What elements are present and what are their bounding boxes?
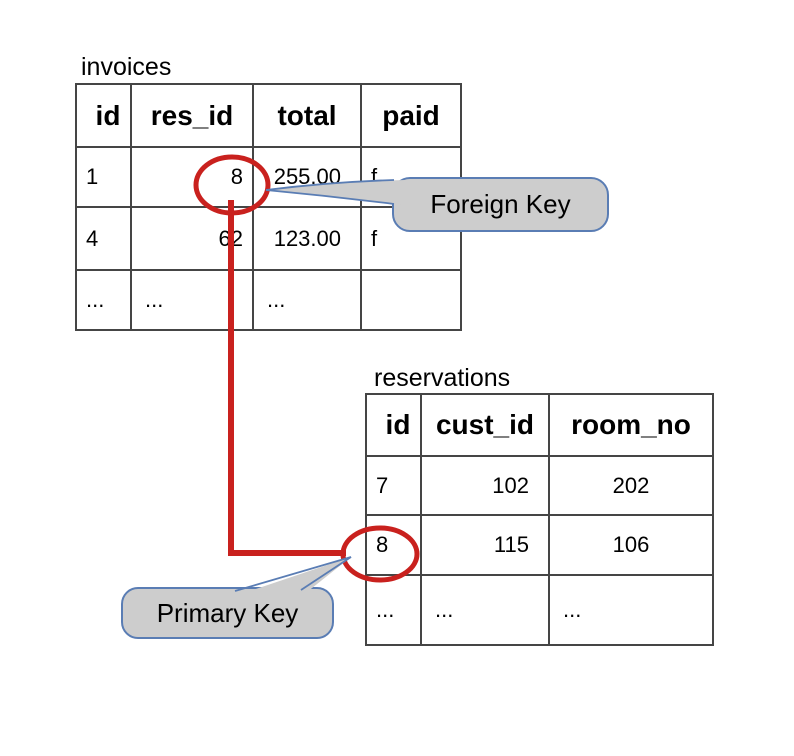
invoices-header-paid: paid	[360, 83, 462, 148]
cell-invoice-res-id: ...	[130, 269, 254, 331]
cell-invoice-res-id: 62	[130, 206, 254, 271]
cell-reservation-cust-id: 102	[420, 455, 550, 516]
cell-invoice-total: 255.00	[252, 146, 362, 208]
cell-reservation-room-no: 202	[548, 455, 714, 516]
reservations-header-id: id	[365, 393, 422, 457]
cell-invoice-id: ...	[75, 269, 132, 331]
invoices-header-total: total	[252, 83, 362, 148]
primary-key-callout-tail-outline	[234, 556, 352, 592]
primary-key-callout-label: Primary Key	[156, 597, 299, 628]
cell-invoice-paid	[360, 269, 462, 331]
reservations-header-room-no: room_no	[548, 393, 714, 457]
table-row: ... ... ...	[75, 269, 462, 331]
cell-invoice-id: 4	[75, 206, 132, 271]
reservations-table-title: reservations	[374, 364, 511, 392]
table-row: ... ... ...	[365, 574, 714, 646]
reservations-table: id cust_id room_no 7 102 202 8 115 106 .…	[365, 393, 714, 646]
cell-invoice-id: 1	[75, 146, 132, 208]
cell-invoice-total: 123.00	[252, 206, 362, 271]
cell-invoice-total: ...	[252, 269, 362, 331]
cell-reservation-room-no: 106	[548, 514, 714, 576]
foreign-key-callout-label: Foreign Key	[430, 189, 571, 219]
reservations-header-cust-id: cust_id	[420, 393, 550, 457]
invoices-header-row: id res_id total paid	[75, 83, 462, 148]
invoices-table-title: invoices	[81, 53, 172, 81]
cell-reservation-cust-id: 115	[420, 514, 550, 576]
cell-reservation-id: ...	[365, 574, 422, 646]
reservations-header-row: id cust_id room_no	[365, 393, 714, 457]
cell-reservation-id: 7	[365, 455, 422, 516]
invoices-header-id: id	[75, 83, 132, 148]
invoices-header-res-id: res_id	[130, 83, 254, 148]
cell-reservation-cust-id: ...	[420, 574, 550, 646]
cell-invoice-res-id: 8	[130, 146, 254, 208]
cell-reservation-room-no: ...	[548, 574, 714, 646]
table-row: 8 115 106	[365, 514, 714, 576]
table-row: 7 102 202	[365, 455, 714, 516]
cell-reservation-id: 8	[365, 514, 422, 576]
